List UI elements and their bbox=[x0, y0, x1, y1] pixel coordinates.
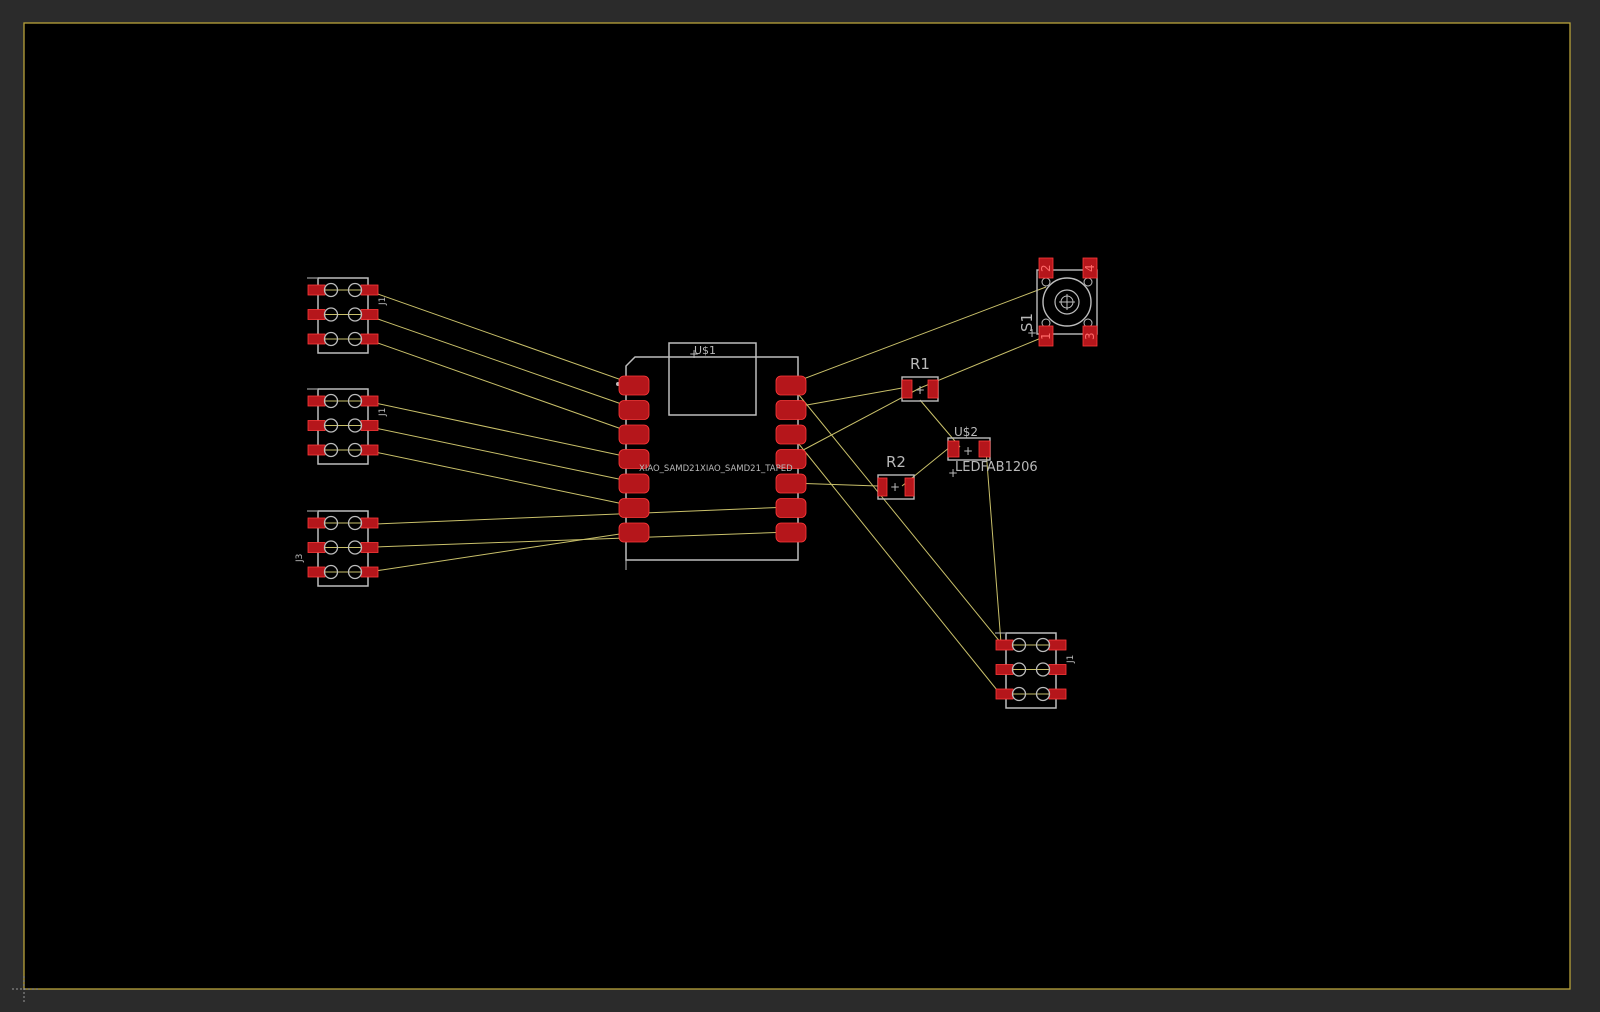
pad bbox=[307, 542, 326, 553]
pad bbox=[618, 522, 650, 543]
pad bbox=[618, 400, 650, 420]
pin-hole bbox=[323, 515, 339, 531]
pad bbox=[775, 375, 807, 396]
usb-connector-outline bbox=[668, 342, 757, 416]
component-s1-switch[interactable]: 2 4 1 3 + S1 bbox=[1018, 257, 1098, 347]
connector-j-bot-left[interactable] bbox=[307, 510, 379, 587]
label-j-bot-left: J3 bbox=[295, 554, 305, 563]
plus-marker: + bbox=[689, 347, 699, 361]
label-j-top-left: J1 bbox=[378, 297, 388, 306]
connector-j-right[interactable] bbox=[995, 632, 1067, 709]
pad bbox=[775, 449, 807, 469]
pad bbox=[775, 424, 807, 445]
pad bbox=[995, 688, 1014, 700]
pin-hole bbox=[1011, 637, 1027, 653]
pin-hole bbox=[323, 418, 339, 433]
component-u2-led[interactable]: + + U$2 LEDFAB1206 bbox=[947, 425, 1038, 480]
pin-hole bbox=[347, 393, 363, 409]
pad bbox=[1048, 664, 1067, 675]
pad bbox=[307, 444, 326, 456]
pin-hole bbox=[1035, 662, 1051, 677]
label-j-mid-left: J1 bbox=[378, 408, 388, 417]
pin-hole bbox=[347, 564, 363, 580]
pin-hole bbox=[323, 282, 339, 298]
pin-hole bbox=[323, 393, 339, 409]
pin-hole bbox=[347, 515, 363, 531]
pad bbox=[775, 400, 807, 420]
label-u2-value: LEDFAB1206 bbox=[955, 460, 1038, 475]
plus-marker: + bbox=[948, 466, 958, 480]
label-s1: S1 bbox=[1018, 313, 1036, 332]
pad bbox=[307, 333, 326, 345]
switch-pin-label: 2 bbox=[1039, 264, 1053, 272]
pin-hole bbox=[323, 307, 339, 322]
pad bbox=[307, 309, 326, 320]
plus-marker: + bbox=[963, 444, 973, 458]
pad bbox=[360, 309, 379, 320]
pad bbox=[360, 420, 379, 431]
pin-hole bbox=[347, 331, 363, 347]
pin-hole bbox=[323, 564, 339, 580]
switch-pin-label: 1 bbox=[1039, 332, 1053, 340]
label-r1: R1 bbox=[910, 355, 930, 373]
pad bbox=[775, 473, 807, 494]
component-u1-xiao[interactable]: U$1 + XIAO_SAMD21XIAO_SAMD21_TAPED bbox=[614, 342, 807, 570]
airwires bbox=[374, 286, 1047, 696]
pad bbox=[1048, 688, 1067, 700]
pad bbox=[775, 522, 807, 543]
plus-marker: + bbox=[890, 480, 900, 494]
pad bbox=[307, 420, 326, 431]
pin-hole bbox=[323, 540, 339, 555]
connector-j-top-left[interactable] bbox=[307, 277, 379, 354]
pin-hole bbox=[347, 442, 363, 458]
pad bbox=[618, 498, 650, 518]
pin-hole bbox=[347, 282, 363, 298]
label-r2: R2 bbox=[886, 453, 906, 471]
plus-marker: + bbox=[1027, 326, 1037, 340]
switch-pin-label: 4 bbox=[1083, 264, 1097, 272]
pad bbox=[360, 566, 379, 578]
pin-hole bbox=[1035, 637, 1051, 653]
label-u1-value: XIAO_SAMD21XIAO_SAMD21_TAPED bbox=[639, 464, 793, 474]
pad bbox=[1048, 639, 1067, 651]
pin-hole bbox=[347, 540, 363, 555]
connector-j-mid-left[interactable] bbox=[307, 388, 379, 465]
pin-hole bbox=[1011, 662, 1027, 677]
pad bbox=[618, 473, 650, 494]
component-r2[interactable]: + R2 bbox=[877, 453, 915, 500]
pin-hole bbox=[347, 418, 363, 433]
switch-pin-label: 3 bbox=[1083, 332, 1097, 340]
pad bbox=[775, 498, 807, 518]
pin-hole bbox=[1011, 686, 1027, 702]
plus-marker: + bbox=[915, 383, 925, 397]
pad bbox=[307, 517, 326, 529]
pad bbox=[995, 639, 1014, 651]
pin-hole bbox=[323, 442, 339, 458]
pad bbox=[360, 517, 379, 529]
pad bbox=[360, 444, 379, 456]
pad bbox=[618, 424, 650, 445]
component-r1[interactable]: + R1 bbox=[901, 355, 939, 402]
pin-hole bbox=[1035, 686, 1051, 702]
pad bbox=[618, 375, 650, 396]
pad bbox=[307, 566, 326, 578]
pad bbox=[307, 395, 326, 407]
pad bbox=[360, 284, 379, 296]
label-u1-name: U$1 bbox=[694, 344, 716, 357]
pad bbox=[618, 449, 650, 469]
label-j-right: J1 bbox=[1066, 655, 1076, 664]
pad bbox=[360, 333, 379, 345]
origin-crosshair-icon bbox=[12, 976, 38, 1002]
pad bbox=[360, 542, 379, 553]
label-u2-name: U$2 bbox=[954, 425, 978, 439]
pad bbox=[307, 284, 326, 296]
pin-hole bbox=[323, 331, 339, 347]
pin-hole bbox=[347, 307, 363, 322]
pad bbox=[995, 664, 1014, 675]
pad bbox=[360, 395, 379, 407]
